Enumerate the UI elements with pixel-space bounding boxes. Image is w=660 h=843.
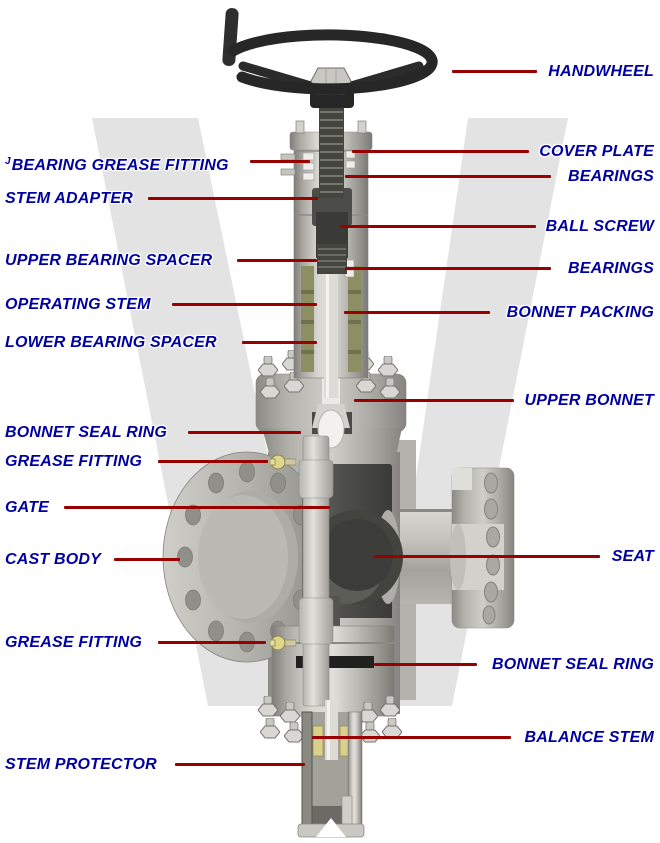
label-upper-bonnet: UPPER BONNET [524, 392, 654, 409]
bearings-upper [302, 150, 356, 181]
leader-bonnet-seal-ring-left [188, 431, 301, 434]
label-cover-plate: COVER PLATE [539, 143, 654, 160]
label-upper-bearing-spacer: UPPER BEARING SPACER [5, 252, 213, 269]
label-grease-fitting-upper: GREASE FITTING [5, 453, 143, 470]
leader-bearings-lower [345, 267, 551, 270]
label-bearings-lower: BEARINGS [567, 260, 654, 277]
label-bonnet-packing: BONNET PACKING [506, 304, 654, 321]
leader-stem-adapter [148, 197, 318, 200]
label-bearing-grease-fitting: JBEARING GREASE FITTING [5, 156, 229, 174]
leader-ball-screw [340, 225, 536, 228]
leader-grease-fitting-lower [158, 641, 266, 644]
bonnet-packing [301, 266, 314, 372]
label-balance-stem: BALANCE STEM [524, 729, 654, 746]
leader-seat [374, 555, 600, 558]
label-stem-adapter: STEM ADAPTER [5, 190, 134, 207]
leader-bonnet-seal-ring-right [374, 663, 477, 666]
stem-protector [297, 700, 365, 838]
balance-stem [325, 700, 338, 760]
label-operating-stem: OPERATING STEM [5, 296, 151, 313]
label-grease-fitting-lower: GREASE FITTING [5, 634, 143, 651]
label-bonnet-seal-ring-left: BONNET SEAL RING [5, 424, 168, 441]
leader-gate [64, 506, 330, 509]
leader-bearing-grease-fitting [250, 160, 310, 163]
leader-upper-bearing-spacer [237, 259, 317, 262]
label-handwheel: HANDWHEEL [548, 63, 654, 80]
leader-balance-stem [312, 736, 511, 739]
leader-bearings-upper [345, 175, 551, 178]
label-lower-bearing-spacer: LOWER BEARING SPACER [5, 334, 217, 351]
leader-operating-stem [172, 303, 317, 306]
leader-cover-plate [352, 150, 529, 153]
leader-handwheel [452, 70, 537, 73]
label-seat: SEAT [611, 548, 654, 565]
label-sup-j: J [5, 156, 11, 167]
tie-rod-left [298, 435, 334, 707]
leader-grease-fitting-upper [158, 460, 268, 463]
leader-stem-protector [175, 763, 305, 766]
leader-lower-bearing-spacer [242, 341, 317, 344]
leader-cast-body [114, 558, 180, 561]
label-bearings-upper: BEARINGS [567, 168, 654, 185]
label-cast-body: CAST BODY [5, 551, 102, 568]
left-flange-disc [162, 451, 332, 663]
label-bonnet-seal-ring-right: BONNET SEAL RING [491, 656, 654, 673]
bearing-housing [280, 120, 373, 398]
label-stem-protector: STEM PROTECTOR [5, 756, 157, 773]
label-ball-screw: BALL SCREW [545, 218, 654, 235]
handwheel [222, 8, 438, 108]
leader-bonnet-packing [344, 311, 490, 314]
label-gate: GATE [5, 499, 50, 516]
leader-upper-bonnet [354, 399, 514, 402]
